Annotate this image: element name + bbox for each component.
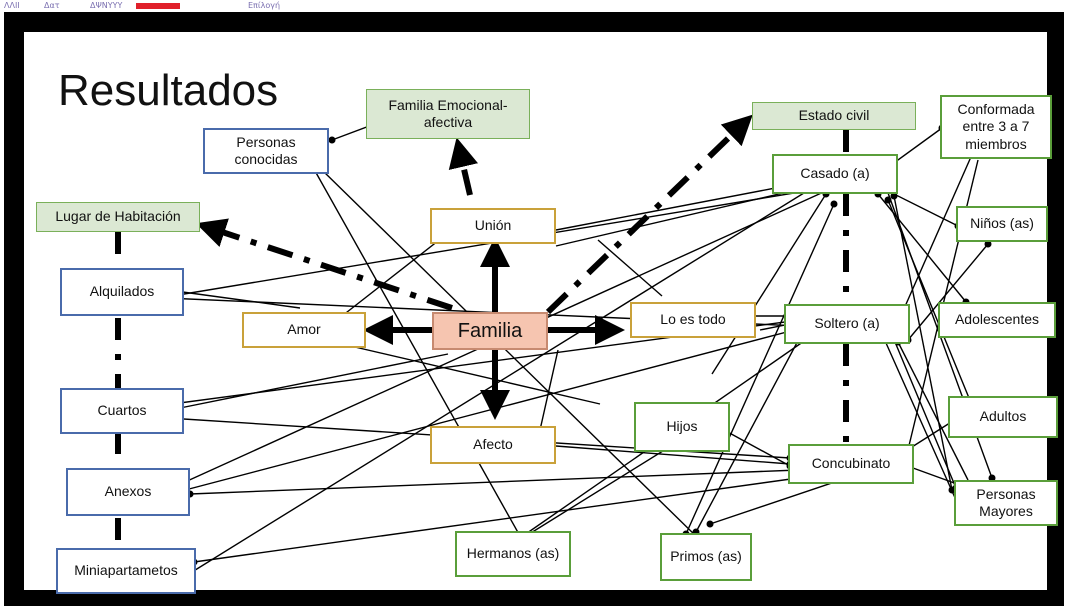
toolbar-fragment: ΛΛΙΙ: [4, 1, 20, 10]
node-miniapartametos: Miniapartametos: [56, 548, 196, 594]
node-cuartos: Cuartos: [60, 388, 184, 434]
node-adultos: Adultos: [948, 396, 1058, 438]
node-lugar-habitacion: Lugar de Habitación: [36, 202, 200, 232]
node-primos: Primos (as): [660, 533, 752, 581]
node-hijos: Hijos: [634, 402, 730, 452]
node-adolescentes: Adolescentes: [938, 302, 1056, 338]
toolbar-fragment: Επίλογή: [248, 1, 281, 10]
top-toolbar-strip: ΛΛΙΙ Δατ ΔΨΝΥΥΥ Επίλογή: [0, 0, 1068, 12]
toolbar-fragment: ΔΨΝΥΥΥ: [90, 1, 123, 10]
node-estado-civil: Estado civil: [752, 102, 916, 130]
node-anexos: Anexos: [66, 468, 190, 516]
node-ninos: Niños (as): [956, 206, 1048, 242]
node-familia-hub: Familia: [432, 312, 548, 350]
node-hermanos: Hermanos (as): [455, 531, 571, 577]
node-casado: Casado (a): [772, 154, 898, 194]
node-lo-es-todo: Lo es todo: [630, 302, 756, 338]
node-afecto: Afecto: [430, 426, 556, 464]
node-familia-emocional: Familia Emocional-afectiva: [366, 89, 530, 139]
node-union: Unión: [430, 208, 556, 244]
node-amor: Amor: [242, 312, 366, 348]
toolbar-fragment: Δατ: [44, 1, 60, 10]
slide-title: Resultados: [58, 66, 279, 115]
main-dash-dot-arrows: [195, 114, 753, 315]
node-soltero: Soltero (a): [784, 304, 910, 344]
node-personas-mayores: Personas Mayores: [954, 480, 1058, 526]
node-conformada: Conformada entre 3 a 7 miembros: [940, 95, 1052, 159]
node-personas-conocidas: Personas conocidas: [203, 128, 329, 174]
node-concubinato: Concubinato: [788, 444, 914, 484]
toolbar-color-swatch: [136, 3, 180, 9]
node-alquilados: Alquilados: [60, 268, 184, 316]
